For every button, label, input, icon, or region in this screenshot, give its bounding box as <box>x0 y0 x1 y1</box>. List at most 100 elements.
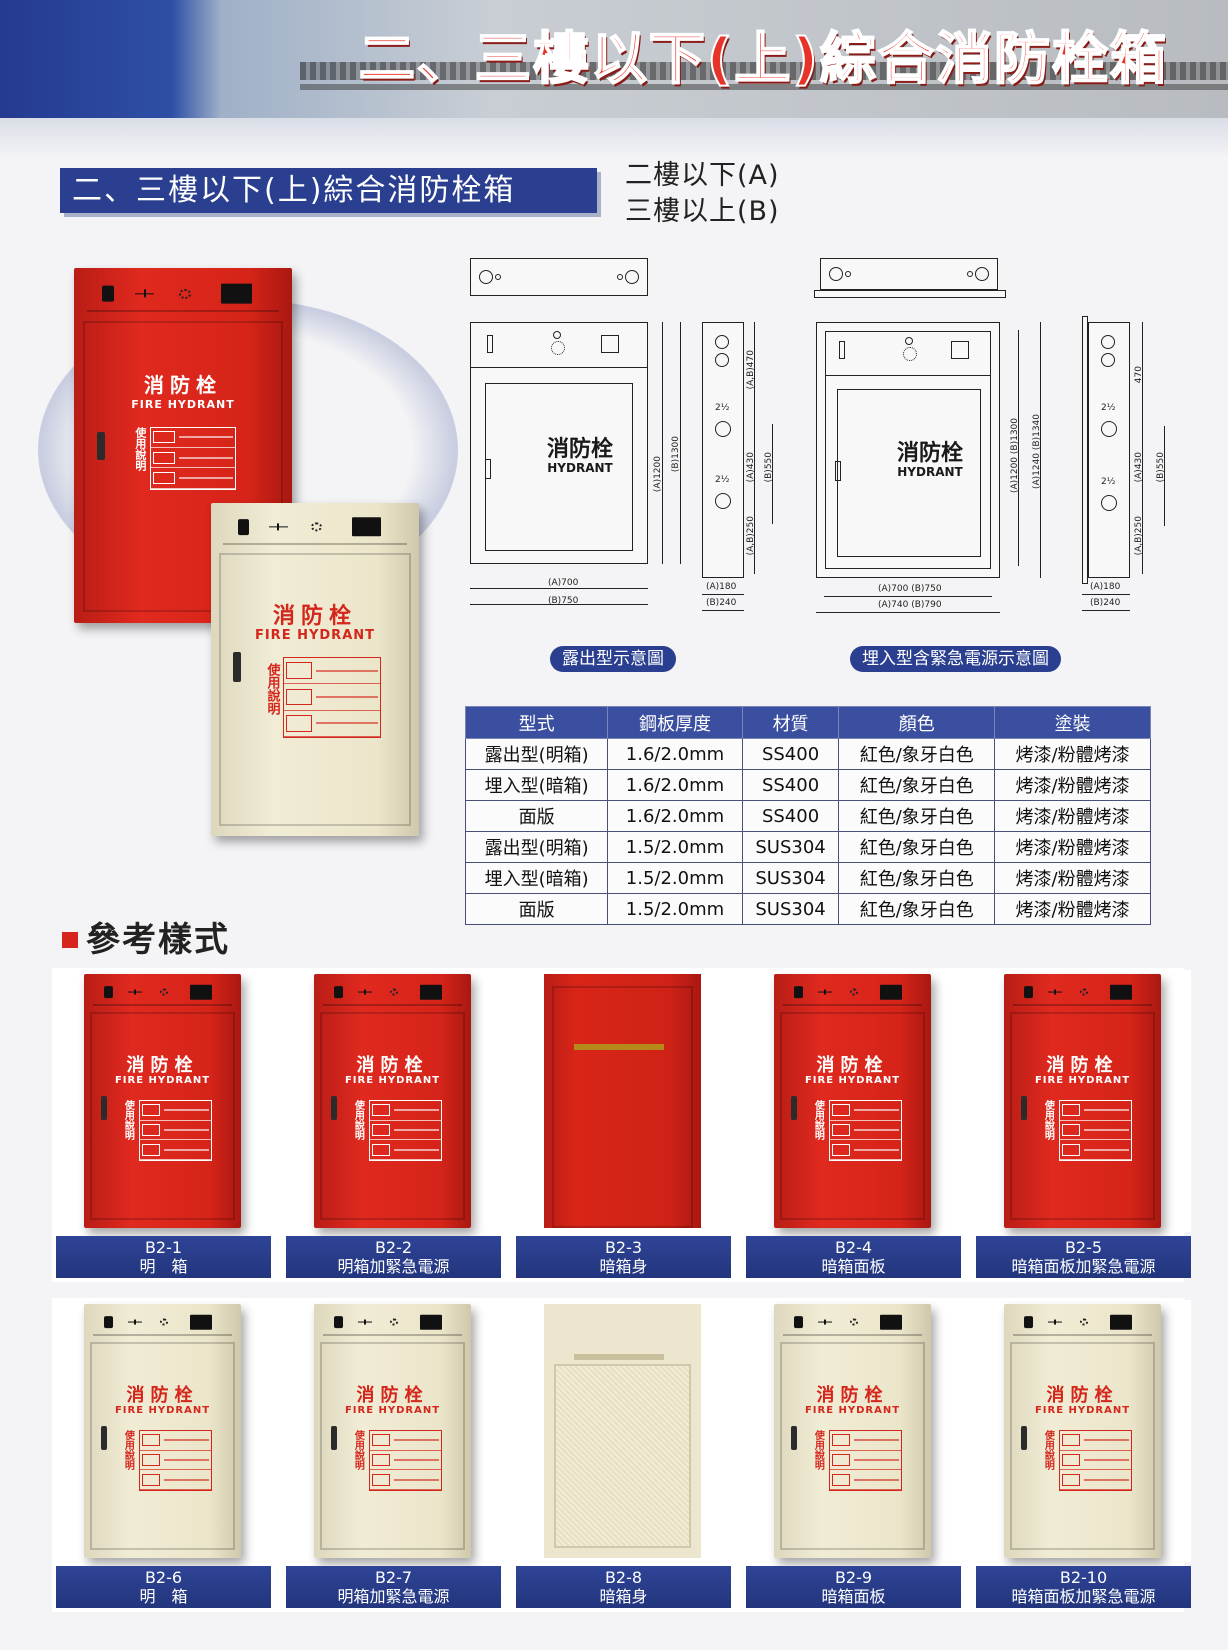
plate-title-en: FIRE HYDRANT <box>131 397 235 411</box>
plate-title-en: FIRE HYDRANT <box>804 1075 901 1087</box>
cabinet-door: 消防栓 FIRE HYDRANT 使用說明 <box>219 552 411 827</box>
table-cell: 露出型(明箱) <box>464 738 609 770</box>
table-cell: 露出型(明箱) <box>464 831 609 863</box>
door-handle <box>232 651 241 682</box>
model-code: B2-8 <box>604 1568 643 1587</box>
table-cell: SUS304 <box>741 831 840 863</box>
model-code: B2-2 <box>374 1238 413 1257</box>
plate-title-cn: 消防栓 <box>816 1054 889 1076</box>
plate-title-cn: 消防栓 <box>1046 1054 1119 1076</box>
speaker-icon <box>849 988 859 996</box>
reference-image <box>516 1300 731 1562</box>
table-cell: 1.6/2.0mm <box>607 800 743 832</box>
table-header-row: 型式 鋼板厚度 材質 顏色 塗裝 <box>464 706 1151 739</box>
speaker-icon <box>389 1318 399 1326</box>
dim-side-bottom: (A,B)250 <box>1134 516 1144 556</box>
instructions-label: 使用說明 <box>264 662 280 715</box>
drawing-plate-cn: 消防栓 <box>546 437 613 462</box>
instruction-panel <box>828 1429 902 1492</box>
instruction-panel <box>138 1099 212 1162</box>
instruction-panel <box>828 1099 902 1162</box>
control-panel <box>323 980 462 1006</box>
model-code: B2-10 <box>1059 1568 1108 1587</box>
control-panel <box>87 277 279 313</box>
table-cell: 埋入型(暗箱) <box>464 862 609 894</box>
door-handle <box>1020 1425 1027 1450</box>
top-view <box>820 258 998 290</box>
drawing-plate-en: HYDRANT <box>897 465 963 479</box>
model-name: 明 箱 <box>139 1257 188 1276</box>
front-view: 消防栓 HYDRANT <box>470 322 648 564</box>
cabinet-door: 消防栓 FIRE HYDRANT 使用說明 <box>82 321 284 613</box>
speaker-icon <box>1079 988 1089 996</box>
control-panel <box>783 1310 922 1336</box>
indicator-bar-icon <box>1024 986 1033 998</box>
dim-side-top: 470 <box>1134 366 1144 384</box>
subtitle-b: 三樓以上(B) <box>625 196 780 227</box>
lamp-icon <box>269 522 288 532</box>
plate-title-cn: 消防栓 <box>1046 1384 1119 1406</box>
top-view <box>470 258 648 296</box>
frac-upper: 2½ <box>1101 403 1116 413</box>
table-cell: 紅色/象牙白色 <box>838 738 996 770</box>
instructions-label: 使用說明 <box>1042 1099 1054 1140</box>
plate-title-en: FIRE HYDRANT <box>344 1405 441 1417</box>
model-code: B2-6 <box>144 1568 183 1587</box>
dim-depth-a: (A)180 <box>1090 582 1121 592</box>
drawing-handle <box>835 461 841 481</box>
indicator-bar-icon <box>794 1316 803 1328</box>
dim-width-1: (A)700 (B)750 <box>878 584 942 594</box>
instructions-label: 使用說明 <box>122 1099 134 1140</box>
table-cell: 烤漆/粉體烤漆 <box>994 831 1151 863</box>
exposed-caption: 露出型示意圖 <box>550 646 676 672</box>
col-header: 型式 <box>464 706 609 739</box>
lamp-icon <box>127 989 142 995</box>
table-cell: 1.5/2.0mm <box>607 862 743 894</box>
indicator-bar-icon <box>334 986 343 998</box>
dim-height-b: (B)1300 <box>671 436 681 473</box>
dim-side-mid-b: (B)550 <box>764 452 774 483</box>
plate-title-en: FIRE HYDRANT <box>1034 1405 1131 1417</box>
dim-width-2: (A)740 (B)790 <box>878 600 942 610</box>
dim-side-mid-b: (B)550 <box>1156 452 1166 483</box>
table-cell: 1.6/2.0mm <box>607 738 743 770</box>
alarm-button-icon <box>880 984 903 1000</box>
indicator-bar-icon <box>104 1316 113 1328</box>
instructions-label: 使用說明 <box>352 1099 364 1140</box>
table-cell: 面版 <box>464 800 609 832</box>
dim-width-a: (A)700 <box>548 578 579 588</box>
plate-title-en: FIRE HYDRANT <box>114 1075 211 1087</box>
table-cell: 紅色/象牙白色 <box>838 831 996 863</box>
plate-title-en: FIRE HYDRANT <box>114 1405 211 1417</box>
col-header: 塗裝 <box>994 706 1151 739</box>
indicator-bar-icon <box>794 986 803 998</box>
lamp-icon <box>817 1319 832 1325</box>
dim-side-bottom: (A,B)250 <box>746 516 756 556</box>
plate-title-cn: 消防栓 <box>126 1384 199 1406</box>
plate-title-cn: 消防栓 <box>126 1054 199 1076</box>
indicator-bar-icon <box>238 519 250 535</box>
door-handle <box>100 1095 107 1120</box>
model-name: 明箱加緊急電源 <box>337 1257 450 1276</box>
door-handle <box>330 1095 337 1120</box>
door-handle <box>100 1425 107 1450</box>
plate-title-cn: 消防栓 <box>356 1384 429 1406</box>
side-view: 2½ 2½ <box>702 322 744 578</box>
dim-height-a: (A)1200 <box>653 456 663 493</box>
